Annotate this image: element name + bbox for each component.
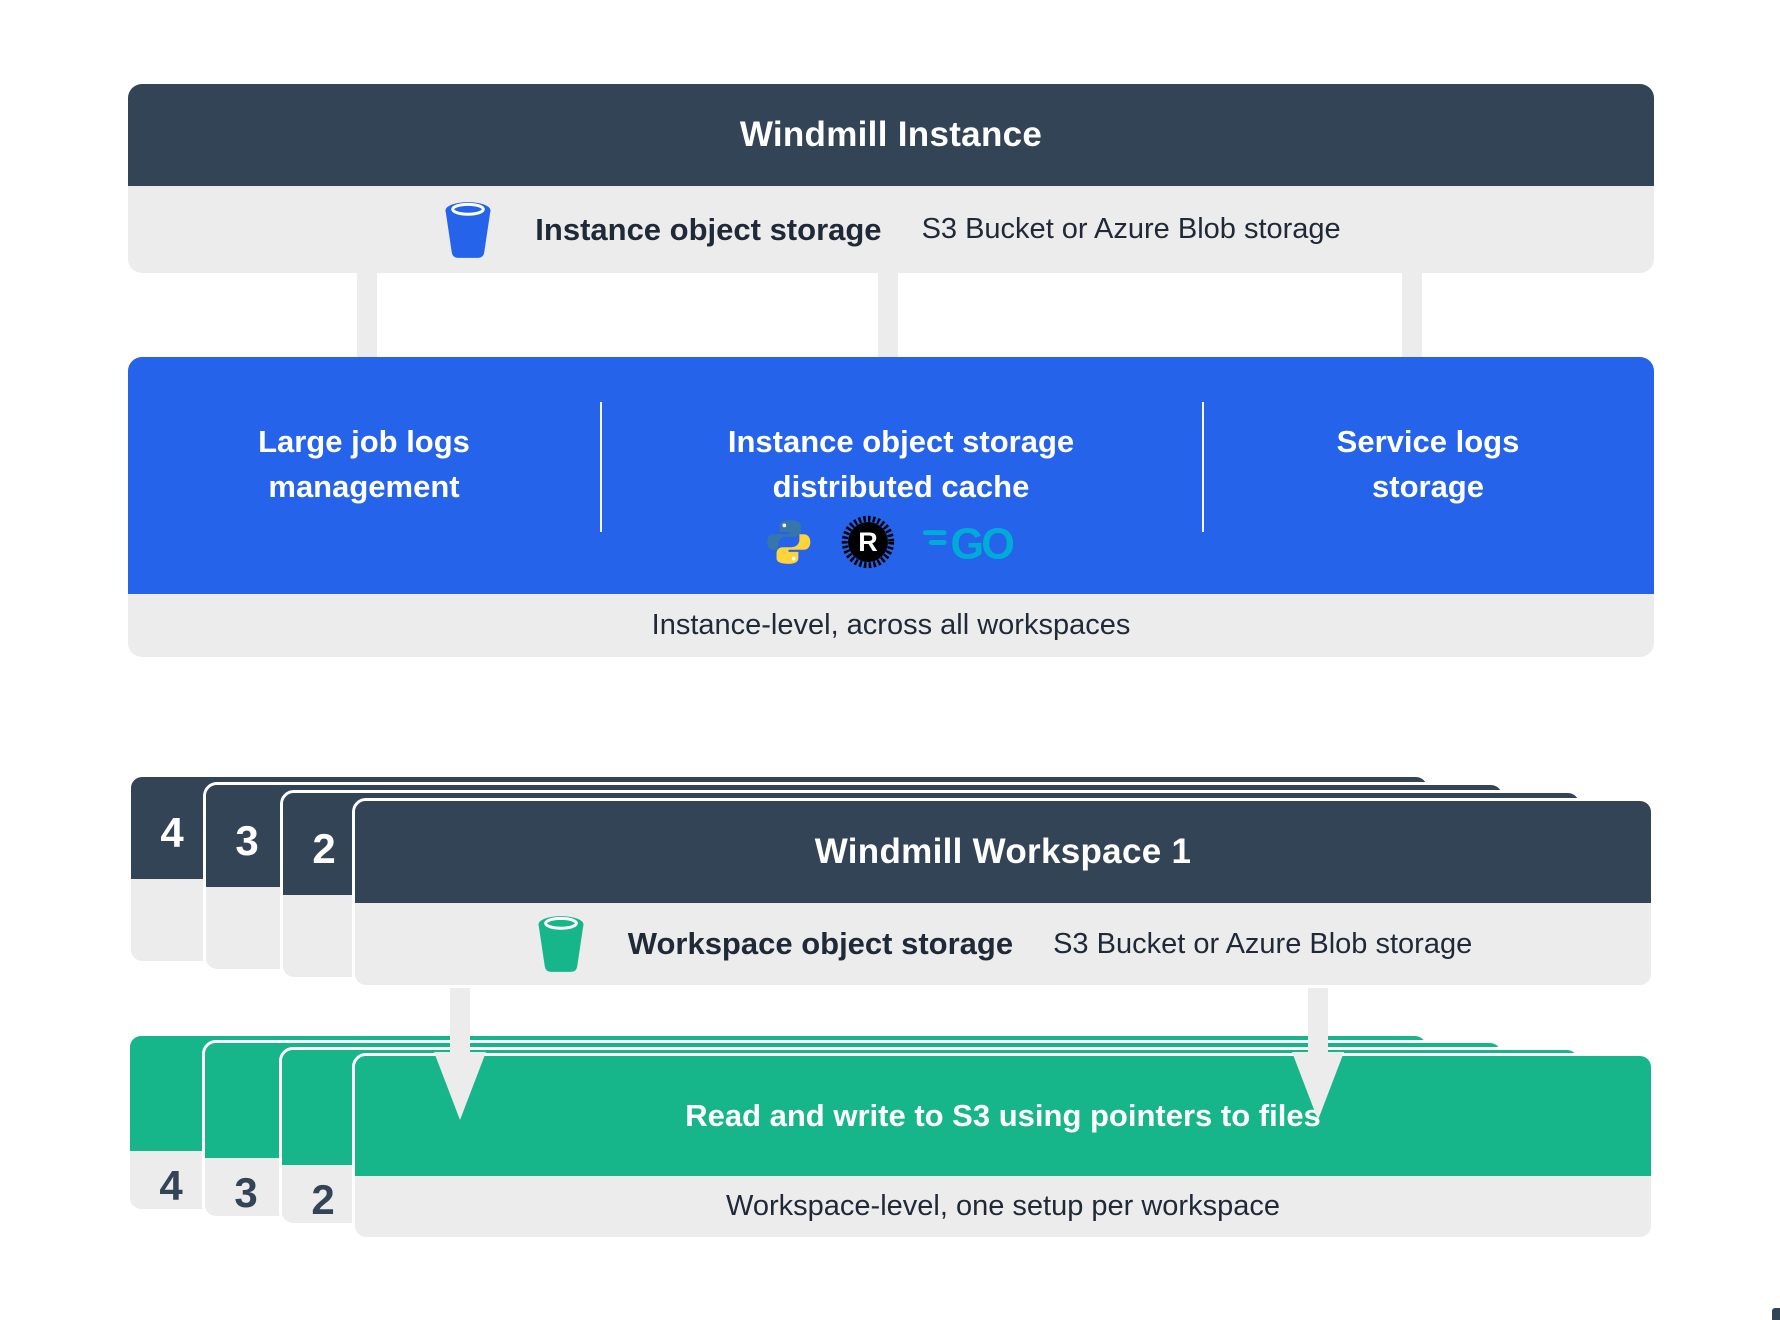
workspace-storage-sublabel: S3 Bucket or Azure Blob storage (1053, 927, 1473, 960)
instance-storage-sublabel: S3 Bucket or Azure Blob storage (921, 213, 1341, 245)
stack-number-4: 4 (160, 809, 184, 856)
cropped-corner-artifact (1772, 1308, 1780, 1320)
stack-number-3: 3 (235, 817, 259, 864)
green-action-text: Read and write to S3 using pointers to f… (685, 1098, 1321, 1133)
python-icon (767, 520, 811, 564)
feature-large-job-logs: Large job logs management (258, 424, 470, 504)
workspace-caption-bar: Workspace-level, one setup per workspace (355, 1176, 1651, 1237)
rust-icon: R (841, 515, 895, 569)
green-card-1: Read and write to S3 using pointers to f… (352, 1053, 1654, 1240)
go-icon: GO (922, 521, 1016, 566)
instance-features-card: Large job logs management Instance objec… (128, 357, 1654, 657)
workspace-storage-bar: Workspace object storage S3 Bucket or Az… (355, 903, 1651, 985)
go-text: GO (951, 521, 1014, 566)
divider (1202, 402, 1204, 532)
rust-letter: R (858, 527, 878, 557)
down-arrow-icon (1292, 988, 1344, 1120)
green-action-box: Read and write to S3 using pointers to f… (355, 1056, 1651, 1176)
workspace-storage-label: Workspace object storage (627, 926, 1014, 961)
stack-number-4: 4 (159, 1162, 183, 1209)
instance-storage-label: Instance object storage (535, 211, 882, 247)
down-arrow-icon (434, 988, 486, 1120)
instance-title: Windmill Instance (739, 115, 1043, 154)
instance-card: Windmill Instance Instance object storag… (128, 84, 1654, 273)
feature-service-logs: Service logs storage (1336, 424, 1520, 504)
workspace-card-1: Windmill Workspace 1 Workspace object st… (352, 798, 1654, 988)
instance-header: Windmill Instance (128, 84, 1654, 186)
divider (600, 402, 602, 532)
stack-number-2: 2 (312, 825, 336, 872)
language-icons: R GO (763, 515, 1039, 569)
instance-features-box: Large job logs management Instance objec… (128, 357, 1654, 594)
bucket-icon (538, 916, 584, 972)
stack-number-3: 3 (234, 1169, 258, 1216)
stack-number-2: 2 (311, 1176, 335, 1223)
instance-storage-bar: Instance object storage S3 Bucket or Azu… (128, 186, 1654, 273)
workspace-header: Windmill Workspace 1 (355, 801, 1651, 903)
feature-distributed-cache: Instance object storage distributed cach… (727, 424, 1075, 504)
workspace-title: Windmill Workspace 1 (814, 832, 1192, 871)
instance-caption: Instance-level, across all workspaces (651, 609, 1131, 641)
instance-caption-bar: Instance-level, across all workspaces (128, 594, 1654, 657)
workspace-caption: Workspace-level, one setup per workspace (726, 1190, 1280, 1222)
bucket-icon (445, 201, 491, 258)
